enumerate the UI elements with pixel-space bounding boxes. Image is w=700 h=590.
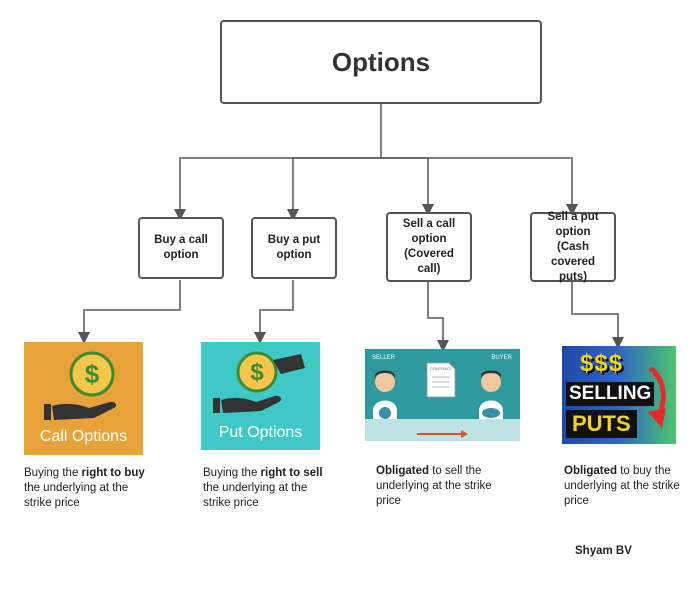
node-sell-call: Sell a call option (Covered call): [386, 212, 472, 282]
svg-text:$: $: [250, 359, 264, 386]
desc-buy-put-tail: the underlying at the strike price: [203, 482, 308, 509]
call-options-image: $ Call Options: [24, 342, 143, 455]
svg-text:$: $: [85, 359, 100, 389]
put-options-caption: Put Options: [218, 424, 303, 441]
selling-text: SELLING: [566, 382, 655, 406]
desc-buy-call-lead: Buying the: [24, 467, 82, 479]
call-options-caption: Call Options: [39, 428, 128, 445]
seller-label: SELLER: [372, 355, 396, 361]
desc-buy-call-bold: right to buy: [81, 467, 145, 479]
desc-sell-put-bold: Obligated: [564, 465, 618, 477]
dollar-hands-icon: $: [213, 351, 305, 413]
node-sell-call-label: Sell a call option (Covered call): [402, 218, 456, 275]
connector-to-child-3: [381, 157, 434, 216]
dollar-signs: $$$: [580, 350, 624, 377]
node-buy-put: Buy a put option: [251, 217, 337, 279]
connector-child-1-tile: [78, 280, 181, 344]
node-sell-put: Sell a put option (Cash covered puts): [530, 210, 616, 283]
connector-child-2-tile: [254, 280, 294, 344]
contract-label: CONTRACT: [429, 366, 453, 371]
desc-buy-put: Buying the right to sell the underlying …: [203, 466, 333, 511]
desc-sell-call: Obligated to sell the underlying at the …: [376, 464, 501, 509]
dollar-hand-icon: $: [44, 351, 117, 420]
covered-call-image: SELLER BUYER CONTRACT: [365, 349, 520, 441]
node-buy-call-label: Buy a call option: [154, 234, 208, 261]
connector-to-child-4: [381, 157, 578, 216]
root-title: Options: [331, 46, 431, 77]
contract-exchange-icon: [373, 362, 503, 438]
author-credit: Shyam BV: [575, 545, 632, 557]
desc-sell-put-tail: to buy the underlying at the strike pric…: [564, 465, 680, 507]
put-options-image: $ Put Options: [201, 342, 320, 450]
node-sell-put-label: Sell a put option (Cash covered puts): [547, 210, 599, 283]
connector-to-child-2: [287, 157, 381, 221]
root-node: Options: [220, 20, 542, 104]
node-buy-put-label: Buy a put option: [267, 234, 321, 261]
node-buy-call: Buy a call option: [138, 217, 224, 279]
desc-sell-call-bold: Obligated: [376, 465, 430, 477]
down-arrow-icon: [648, 366, 666, 428]
connector-to-child-1: [174, 157, 381, 221]
connector-child-4-tile: [571, 282, 624, 349]
desc-buy-put-bold: right to sell: [260, 467, 323, 479]
desc-buy-call: Buying the right to buy the underlying a…: [24, 466, 154, 511]
connector-child-3-tile: [427, 282, 449, 352]
puts-text: PUTS: [566, 410, 637, 438]
desc-buy-put-lead: Buying the: [203, 467, 261, 479]
desc-buy-call-tail: the underlying at the strike price: [24, 482, 129, 509]
buyer-label: BUYER: [491, 355, 512, 361]
desc-sell-call-tail: to sell the underlying at the strike pri…: [376, 465, 492, 507]
selling-puts-image: $$$ SELLING PUTS: [562, 346, 676, 444]
desc-sell-put: Obligated to buy the underlying at the s…: [564, 464, 684, 509]
